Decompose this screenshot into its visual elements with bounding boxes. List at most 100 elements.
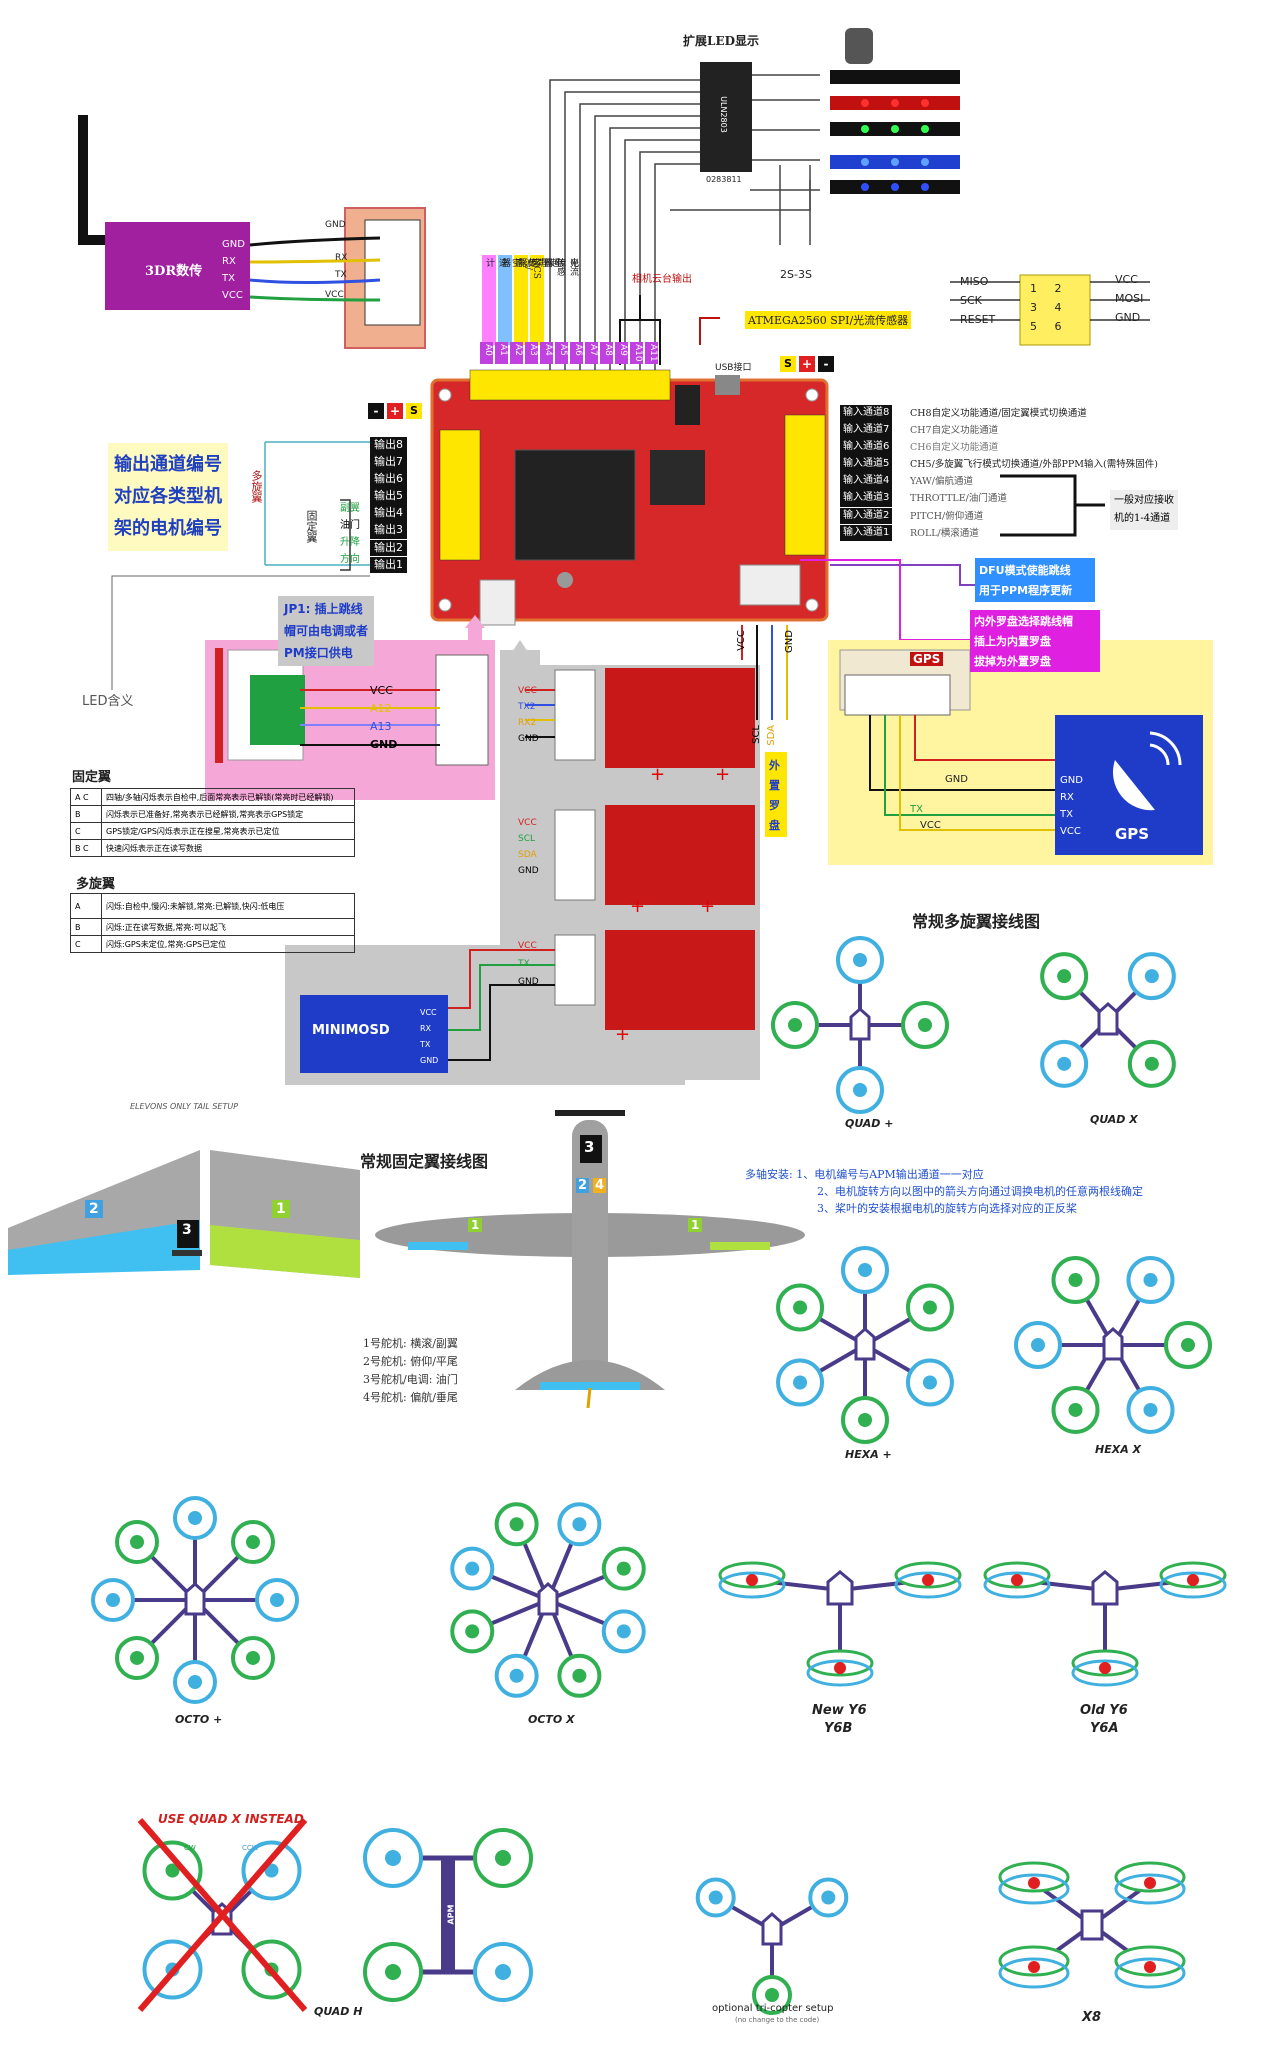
output-label: 输出5 — [370, 488, 407, 505]
plane-num-3: 3 — [584, 1138, 595, 1156]
octo-x-motor — [465, 1561, 480, 1576]
elevons-caption: ELEVONS ONLY TAIL SETUP — [130, 1102, 239, 1111]
spi-right: VCC MOSI GND — [1115, 270, 1143, 327]
octo-plus-motor — [270, 1593, 284, 1607]
octo-x-motor — [465, 1624, 480, 1639]
tri-motor — [708, 1890, 723, 1905]
hexa-plus-motor — [858, 1263, 872, 1277]
svg-text:+: + — [650, 764, 665, 785]
analog-pin: A11 — [645, 342, 658, 364]
cross-out-line — [137, 1818, 308, 2012]
sensor-pin: SDA — [518, 850, 537, 860]
ext-compass: 外 置 罗 盘 — [769, 756, 780, 836]
fixed-wing-title: 常规固定翼接线图 — [360, 1152, 489, 1171]
wing-num-1: 1 — [272, 1200, 290, 1218]
sensor-pins-2: VCC SCL SDA GND — [518, 815, 539, 879]
gps-module-name: GPS — [1115, 825, 1150, 843]
jp1-box: JP1: 插上跳线 帽可由电调或者 PM接口供电 — [278, 596, 375, 666]
ext-compass-char: 盘 — [769, 819, 780, 832]
dfu-box: DFU模式使能跳线 用于PPM程序更新 — [979, 561, 1072, 601]
badge-plus: + — [799, 356, 815, 372]
hexa-x-caption: HEXA X — [1095, 1443, 1142, 1456]
tdr-wire-tx: TX — [335, 270, 347, 280]
plane-num-1-right: 1 — [688, 1218, 703, 1232]
old-y6-motor — [1187, 1574, 1199, 1586]
spi-num: 6 — [1054, 320, 1062, 333]
svg-text:+: + — [715, 764, 730, 785]
x8-body — [1080, 1909, 1104, 1941]
jp1-line: JP1: 插上跳线 — [284, 602, 363, 616]
spi-nums: 1 2 3 4 5 6 — [1030, 279, 1061, 336]
hexa-plus-motor — [922, 1300, 937, 1315]
octo-plus-motor — [188, 1511, 202, 1525]
hexa-x-motor — [1143, 1402, 1158, 1417]
compass-line: 插上为内置罗盘 — [974, 635, 1051, 648]
minimosd-pin: RX — [420, 1024, 432, 1033]
analog-pin: A5 — [555, 342, 568, 364]
badge-minus: - — [368, 403, 384, 419]
quad-x-motor — [1144, 1056, 1159, 1071]
octo-x-motor — [616, 1624, 631, 1639]
input-desc: CH7自定义功能通道 — [910, 425, 999, 437]
cw-legend: CW — [184, 1844, 196, 1852]
tri-motor — [821, 1890, 836, 1905]
rc-note-line: 一般对应接收 — [1114, 495, 1174, 506]
tdr-pins: GND RX TX VCC — [222, 236, 245, 304]
ic-number: 0283811 — [706, 175, 742, 184]
new-y6-caption: New Y6 — [812, 1703, 867, 1718]
output-label: 输出6 — [370, 471, 407, 488]
wing-num-2: 2 — [85, 1200, 103, 1218]
gps-wire-tx: TX — [910, 804, 923, 815]
badge-minus: - — [818, 356, 834, 372]
tdr-wire-rx: RX — [335, 253, 348, 263]
octo-x-motor — [509, 1668, 524, 1683]
tri-caption: optional tri-copter setup — [712, 2003, 834, 2014]
badge-s: S — [406, 403, 422, 419]
spi-right-pin: VCC — [1115, 273, 1138, 286]
old-y6-prop-bottom — [1159, 1571, 1227, 1599]
table-cell: C — [70, 935, 102, 953]
quad-h-motor — [495, 1964, 511, 1980]
gps-header-label: GPS — [910, 652, 944, 666]
old-y6-motor — [1099, 1662, 1111, 1674]
hexa-x-motor — [1068, 1402, 1083, 1417]
quad-h-apm-label: APM — [446, 1904, 456, 1925]
quad-h-motor — [495, 1850, 511, 1866]
jp1-line: PM接口供电 — [284, 646, 353, 660]
old-y6-motor — [1011, 1574, 1023, 1586]
hexa-x-motor — [1143, 1273, 1158, 1288]
output-label: 输出7 — [370, 454, 407, 471]
servo-note: 1号舵机: 横滚/副翼 — [363, 1337, 458, 1350]
spi-left: MISO SCK RESET — [960, 272, 995, 329]
fixed-table-title: 固定翼 — [72, 770, 112, 785]
output-label: 输出4 — [370, 505, 407, 522]
multi-note: 2、电机旋转方向以图中的箭头方向通过调换电机的任意两根线确定 — [817, 1185, 1143, 1198]
fixed-wing-label: 固定翼 — [305, 510, 318, 543]
fixed-items: 副翼 油门 升降 方向 — [340, 500, 360, 568]
hexa-x-motor — [1068, 1273, 1083, 1288]
tdr-pin: TX — [222, 273, 235, 284]
old-y6-prop-bottom — [983, 1571, 1051, 1599]
spi-num: 2 — [1054, 282, 1062, 295]
jp1-line: 帽可由电调或者 — [284, 624, 369, 638]
input-list: 输入通道8 输入通道7 输入通道6 输入通道5 输入通道4 输入通道3 输入通道… — [840, 405, 893, 542]
sensor-pin: VCC — [518, 941, 537, 951]
quad-plus-motor — [918, 1018, 932, 1032]
analog-pin-row: A0 A1 A2 A3 A4 A5 A6 A7 A8 A9 A10 A11 — [480, 342, 658, 364]
octo-plus-body — [184, 1581, 206, 1616]
x8-caption: X8 — [1082, 2010, 1102, 2025]
input-label: 输入通道7 — [840, 422, 893, 439]
input-desc: CH8自定义功能通道/固定翼模式切换通道 — [910, 408, 1087, 419]
x8-prop-bottom — [998, 1873, 1070, 1905]
new-y6-prop-bottom — [894, 1571, 962, 1599]
octo-plus-motor — [130, 1650, 145, 1665]
input-desc: CH6自定义功能通道 — [910, 442, 999, 454]
analog-pin: A0 — [480, 342, 493, 364]
dfu-line: DFU模式使能跳线 — [979, 564, 1071, 577]
tdr-module-label: 3DR数传 — [145, 264, 203, 279]
quad-x-bad-motor — [165, 1863, 180, 1878]
